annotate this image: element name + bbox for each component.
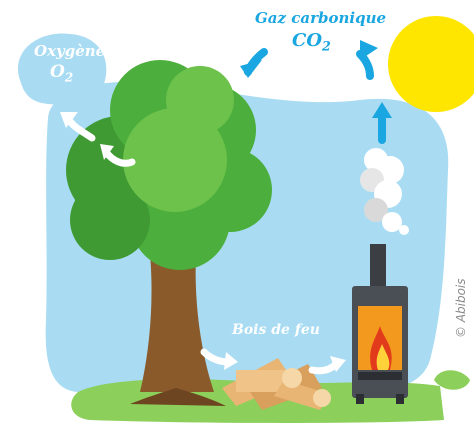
oxygen-formula-main: O (50, 62, 65, 82)
oxygen-formula-sub: 2 (65, 70, 73, 84)
firewood-label: Bois de feu (232, 322, 320, 338)
oxygen-label: Oxygène (34, 42, 105, 60)
arrow-icon (360, 40, 378, 60)
sun-icon (388, 16, 474, 112)
co2-formula-main: CO (292, 30, 322, 51)
co2-label: Gaz carbonique (255, 9, 386, 27)
oxygen-formula: O2 (50, 62, 73, 84)
co2-formula: CO2 (292, 30, 331, 54)
copyright-text: © Abibois (454, 278, 468, 338)
co2-formula-sub: 2 (322, 39, 331, 54)
